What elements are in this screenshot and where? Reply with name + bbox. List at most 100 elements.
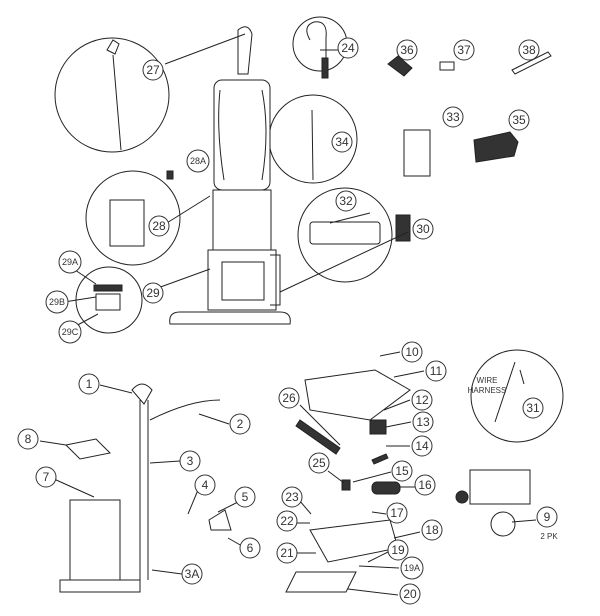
part-callout-25: 25 bbox=[308, 452, 330, 474]
callout-circle bbox=[179, 450, 201, 472]
part-callout-28: 28 bbox=[148, 215, 170, 237]
part-number: 8 bbox=[25, 432, 32, 446]
part-callout-19a: 19A bbox=[400, 556, 424, 580]
part-number: 22 bbox=[280, 514, 294, 528]
callout-circle bbox=[229, 413, 251, 435]
callout-circle bbox=[142, 282, 164, 304]
part-callout-6: 6 bbox=[239, 537, 261, 559]
part-number: 25 bbox=[312, 456, 326, 470]
part-callout-13: 13 bbox=[412, 411, 434, 433]
part-callout-34: 34 bbox=[331, 131, 353, 153]
part-callout-11: 11 bbox=[425, 360, 447, 382]
callout-circle bbox=[396, 39, 418, 61]
part-callout-29c: 29C bbox=[58, 320, 82, 344]
part-callout-31: 31 bbox=[522, 397, 544, 419]
part-number: 38 bbox=[522, 43, 536, 57]
callout-circle bbox=[386, 502, 408, 524]
callout-circle bbox=[518, 39, 540, 61]
part-callout-8: 8 bbox=[17, 428, 39, 450]
callout-circle bbox=[400, 556, 424, 580]
part-number: 27 bbox=[146, 63, 160, 77]
detail-circle-wire-harness bbox=[470, 349, 564, 443]
part-callout-26: 26 bbox=[278, 387, 300, 409]
callout-circle bbox=[58, 250, 82, 274]
detail-circle-bag-housing bbox=[85, 170, 181, 266]
callout-circle bbox=[401, 341, 423, 363]
part-number: 17 bbox=[390, 506, 404, 520]
part-number: 6 bbox=[247, 541, 254, 555]
part-number: 26 bbox=[282, 391, 296, 405]
callout-circle bbox=[181, 563, 203, 585]
callout-circle bbox=[411, 435, 433, 457]
callout-circle bbox=[308, 452, 330, 474]
part-number: 33 bbox=[446, 110, 460, 124]
part-number: 35 bbox=[512, 113, 526, 127]
part-number: 37 bbox=[457, 43, 471, 57]
callout-circle bbox=[335, 190, 357, 212]
part-callout-1: 1 bbox=[78, 373, 100, 395]
part-callout-4: 4 bbox=[194, 474, 216, 496]
callout-circle bbox=[453, 39, 475, 61]
part-callout-5: 5 bbox=[234, 486, 256, 508]
callout-circle bbox=[425, 360, 447, 382]
part-number: 28A bbox=[190, 156, 206, 166]
callout-circle bbox=[522, 397, 544, 419]
part-number: 19 bbox=[391, 543, 405, 557]
wire-harness-label-line2: HARNESS bbox=[468, 386, 507, 395]
part-number: 5 bbox=[242, 490, 249, 504]
callout-circle bbox=[142, 59, 164, 81]
callout-circle bbox=[278, 387, 300, 409]
callout-circle bbox=[399, 583, 421, 605]
part-number: 3 bbox=[187, 454, 194, 468]
part-callout-15: 15 bbox=[391, 460, 413, 482]
part-number: 9 bbox=[544, 510, 551, 524]
part-callout-29a: 29A bbox=[58, 250, 82, 274]
part-number: 24 bbox=[341, 41, 355, 55]
callout-circle bbox=[276, 542, 298, 564]
part-number: 3A bbox=[185, 567, 200, 581]
part-callout-20: 20 bbox=[399, 583, 421, 605]
part-callout-3: 3 bbox=[179, 450, 201, 472]
part-number: 13 bbox=[416, 415, 430, 429]
assembled-vacuum-drawing bbox=[169, 26, 291, 325]
part-callout-10: 10 bbox=[401, 341, 423, 363]
callout-circle bbox=[411, 389, 433, 411]
part-number: 29B bbox=[49, 297, 65, 307]
part-number: 16 bbox=[418, 478, 432, 492]
part-callout-18: 18 bbox=[421, 519, 443, 541]
part-callout-30: 30 bbox=[412, 218, 434, 240]
part-callout-35: 35 bbox=[508, 109, 530, 131]
part-number: 15 bbox=[395, 464, 409, 478]
part-callout-19: 19 bbox=[387, 539, 409, 561]
part-number: 29 bbox=[146, 286, 160, 300]
part-callout-37: 37 bbox=[453, 39, 475, 61]
part-callout-33: 33 bbox=[442, 106, 464, 128]
callout-circle bbox=[239, 537, 261, 559]
part-callout-28a: 28A bbox=[186, 149, 210, 173]
callout-circle bbox=[281, 486, 303, 508]
accessory-drawings bbox=[93, 21, 552, 311]
detail-circle-brushroll bbox=[297, 187, 393, 283]
part-callout-2: 2 bbox=[229, 413, 251, 435]
part-callout-9: 9 bbox=[536, 506, 558, 528]
part-callout-29b: 29B bbox=[45, 290, 69, 314]
part-number: 14 bbox=[415, 439, 429, 453]
exploded-parts-drawings bbox=[59, 361, 531, 593]
part-callout-17: 17 bbox=[386, 502, 408, 524]
callout-circle bbox=[45, 290, 69, 314]
part-number: 30 bbox=[416, 222, 430, 236]
part-number: 20 bbox=[403, 587, 417, 601]
part-number: 31 bbox=[526, 401, 540, 415]
callout-circle bbox=[194, 474, 216, 496]
part-callout-23: 23 bbox=[281, 486, 303, 508]
part-callout-7: 7 bbox=[35, 466, 57, 488]
part-callout-29: 29 bbox=[142, 282, 164, 304]
part-number: 7 bbox=[43, 470, 50, 484]
callout-circle bbox=[391, 460, 413, 482]
callout-circle bbox=[331, 131, 353, 153]
part-callout-24: 24 bbox=[337, 37, 359, 59]
part-callout-16: 16 bbox=[414, 474, 436, 496]
callout-circle bbox=[78, 373, 100, 395]
